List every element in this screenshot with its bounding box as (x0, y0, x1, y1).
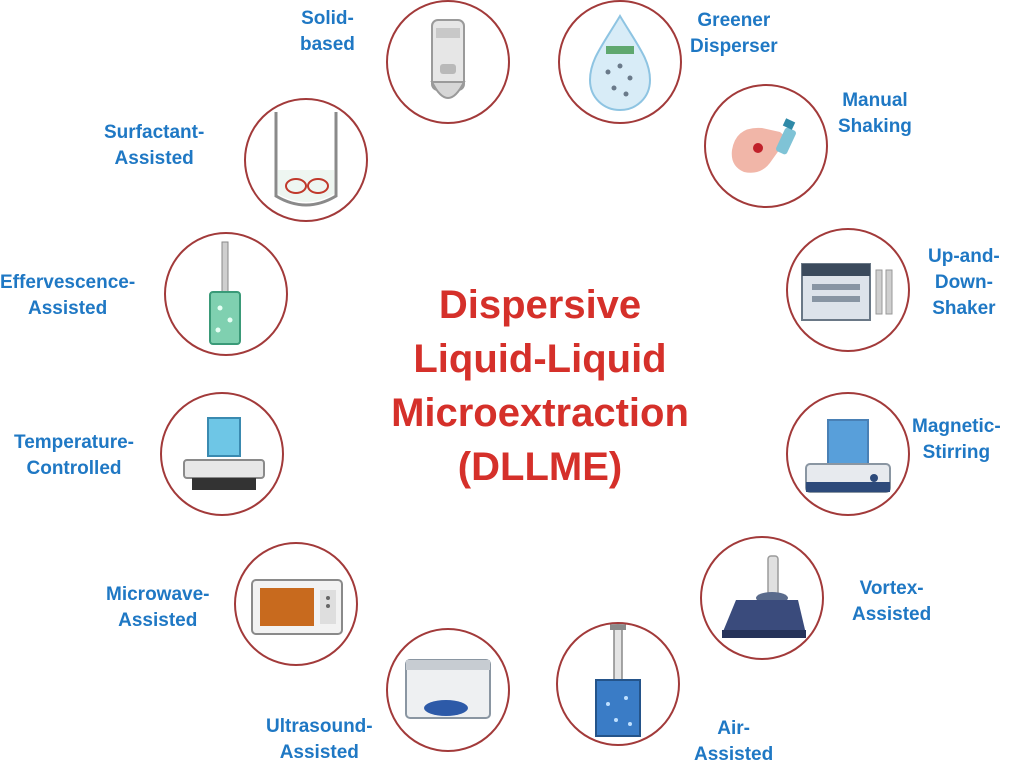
air-assisted-label: Air- Assisted (694, 718, 774, 765)
up-and-down-shaker-circle (786, 228, 910, 352)
temperature-controlled-label: Temperature- Controlled (14, 432, 135, 479)
hand-shaking-tube-icon (731, 118, 796, 173)
shaker-machine-icon (801, 263, 893, 321)
ultrasound-assisted-label: Ultrasound- Assisted (266, 716, 373, 763)
magnetic-stirrer-icon (805, 419, 891, 493)
microwave-assisted-label: Microwave- Assisted (106, 584, 210, 631)
hot-plate-icon (183, 417, 265, 490)
title-line-4: (DLLME) (457, 445, 623, 489)
ultrasonic-bath-icon (405, 659, 491, 719)
air-assisted-circle (556, 622, 680, 746)
title-line-2: Liquid-Liquid (413, 337, 667, 381)
water-drop-icon (588, 14, 652, 112)
solid-based-circle (386, 0, 510, 124)
up-and-down-shaker-label: Up-and- Down- Shaker (928, 246, 1000, 319)
title-line-3: Microextraction (391, 391, 689, 435)
microwave-oven-icon (251, 579, 343, 635)
solid-based-label: Solid- based (300, 8, 355, 55)
micelle-beaker-icon (274, 112, 338, 207)
vortex-mixer-icon (722, 555, 806, 638)
bubbling-flask-icon (209, 241, 241, 345)
effervescence-assisted-label: Effervescence- Assisted (0, 272, 136, 319)
temperature-controlled-circle (160, 392, 284, 516)
manual-shaking-circle (704, 84, 828, 208)
surfactant-assisted-label: Surfactant- Assisted (104, 122, 205, 169)
magnetic-stirring-label: Magnetic- Stirring (912, 416, 1001, 463)
microwave-assisted-circle (234, 542, 358, 666)
effervescence-assisted-circle (164, 232, 288, 356)
diagram-title: Dispersive Liquid-Liquid Microextraction… (340, 278, 740, 494)
syringe-in-beaker-icon (595, 624, 641, 737)
vortex-assisted-circle (700, 536, 824, 660)
surfactant-assisted-circle (244, 98, 368, 222)
greener-disperser-label: Greener Disperser (690, 10, 778, 57)
centrifuge-tube-icon (430, 19, 466, 99)
title-line-1: Dispersive (438, 283, 642, 327)
magnetic-stirring-circle (786, 392, 910, 516)
vortex-assisted-label: Vortex- Assisted (852, 578, 932, 625)
greener-disperser-circle (558, 0, 682, 124)
manual-shaking-label: Manual Shaking (838, 90, 912, 137)
ultrasound-assisted-circle (386, 628, 510, 752)
